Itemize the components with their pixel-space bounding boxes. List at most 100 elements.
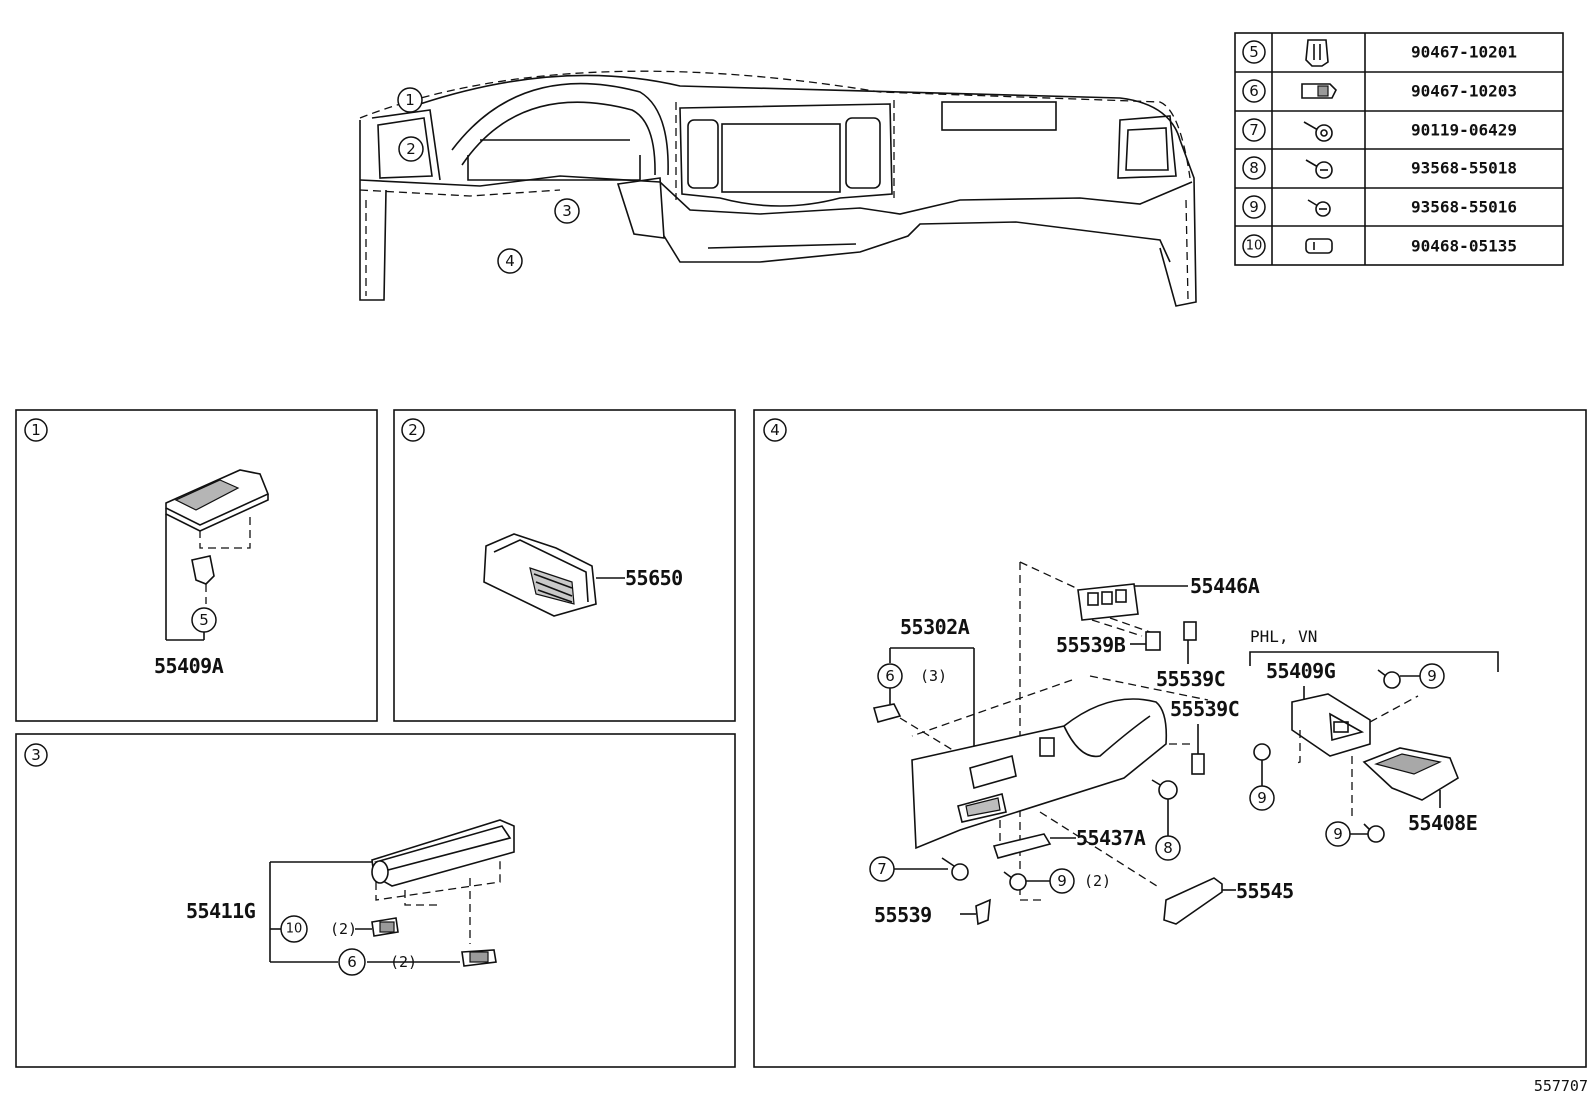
ref-circle xyxy=(1242,234,1266,258)
part-label: 55650 xyxy=(625,566,683,590)
table-row: 5 90467-10201 xyxy=(1242,39,1517,67)
variant-note: PHL, VN xyxy=(1250,627,1317,646)
table-ref: 5 xyxy=(1249,43,1259,61)
callout-number: 4 xyxy=(505,252,515,270)
overview-callout-4: 4 xyxy=(497,248,523,274)
fastener-ref: 5 xyxy=(199,611,209,629)
overview-callout-2: 2 xyxy=(398,136,424,162)
clip-55539 xyxy=(975,898,991,926)
clip-icon xyxy=(191,555,215,585)
screw-icon xyxy=(1151,779,1178,800)
table-part-no: 90467-10203 xyxy=(1411,82,1517,101)
fastener-qty: (2) xyxy=(390,953,417,971)
ref-circle xyxy=(1242,195,1266,219)
fastener-ref: 10 xyxy=(286,922,303,937)
lower-dash-panel xyxy=(911,698,1168,850)
fastener-ref: 6 xyxy=(885,667,895,685)
part-label: 55539B xyxy=(1056,633,1126,657)
clip-icon xyxy=(461,949,497,967)
screw-icon xyxy=(1305,159,1333,179)
callout-number: 2 xyxy=(406,140,416,158)
table-ref: 9 xyxy=(1249,198,1259,216)
screw-icon xyxy=(1253,743,1271,768)
air-vent xyxy=(483,533,597,617)
tray-55437a xyxy=(992,833,1052,859)
table-part-no: 90468-05135 xyxy=(1411,237,1517,256)
detail-panel-4: 4 55446A 55539B 55539C 55302A 6 (3) xyxy=(753,409,1587,1068)
switch-panel xyxy=(1077,583,1139,621)
detail-panel-1: 1 5 55409A xyxy=(15,409,378,722)
part-label: 55539C xyxy=(1156,667,1225,691)
clip-55539c xyxy=(1191,753,1205,775)
overview-callout-3: 3 xyxy=(554,198,580,224)
ref-circle xyxy=(1242,156,1266,180)
speaker-cover xyxy=(165,469,270,532)
table-ref: 8 xyxy=(1249,159,1259,177)
fastener-qty: (2) xyxy=(1084,872,1111,890)
dashboard-overview: 1 2 3 4 xyxy=(359,70,1197,307)
screw-icon xyxy=(1307,199,1331,217)
screw-icon xyxy=(1363,823,1385,843)
screw-icon xyxy=(1003,871,1027,891)
panel-index: 2 xyxy=(408,421,418,439)
part-label: 55539 xyxy=(874,903,932,927)
bolt-icon xyxy=(941,857,969,881)
panel-index: 1 xyxy=(31,421,41,439)
clip-icon xyxy=(1305,39,1329,67)
callout-number: 1 xyxy=(405,91,415,109)
part-label: 55539C xyxy=(1170,697,1239,721)
table-row: 9 93568-55016 xyxy=(1242,195,1517,219)
table-row: 10 90468-05135 xyxy=(1242,234,1517,258)
table-part-no: 90467-10201 xyxy=(1411,43,1517,62)
fastener-ref: 9 xyxy=(1057,872,1067,890)
callout-number: 3 xyxy=(562,202,572,220)
table-row: 8 93568-55018 xyxy=(1242,156,1517,180)
clip-55539b xyxy=(1145,631,1161,651)
fastener-qty: (3) xyxy=(920,667,947,685)
cover-55545 xyxy=(1163,877,1223,925)
figure-number: 557707 xyxy=(1534,1077,1588,1095)
part-label: 55302A xyxy=(900,615,970,639)
part-label: 55411G xyxy=(186,899,256,923)
table-part-no: 93568-55016 xyxy=(1411,198,1517,217)
fastener-ref: 8 xyxy=(1163,839,1173,857)
panel-index: 3 xyxy=(31,746,41,764)
part-label: 55446A xyxy=(1190,574,1260,598)
table-part-no: 90119-06429 xyxy=(1411,121,1517,140)
fastener-ref: 9 xyxy=(1427,667,1437,685)
detail-panel-2: 2 55650 xyxy=(393,409,736,722)
part-label: 55408E xyxy=(1408,811,1477,835)
table-ref: 7 xyxy=(1249,121,1259,139)
table-part-no: 93568-55018 xyxy=(1411,159,1517,178)
bolt-icon xyxy=(1303,121,1333,142)
table-row: 6 90467-10203 xyxy=(1242,79,1517,103)
part-label: 55437A xyxy=(1076,826,1146,850)
bezel-55409g xyxy=(1291,693,1371,757)
fastener-ref: 9 xyxy=(1333,825,1343,843)
table-ref: 10 xyxy=(1246,239,1263,254)
ref-circle xyxy=(1242,40,1266,64)
part-label: 55545 xyxy=(1236,879,1294,903)
table-ref: 6 xyxy=(1249,82,1259,100)
clip-icon xyxy=(872,703,902,723)
table-row: 7 90119-06429 xyxy=(1242,118,1517,142)
ref-circle xyxy=(1242,118,1266,142)
detail-panel-3: 3 55411G 10 (2) 6 (2) xyxy=(15,733,736,1068)
pocket-55408e xyxy=(1362,747,1459,801)
clip-icon xyxy=(371,917,399,937)
panel-index: 4 xyxy=(770,421,780,439)
ref-circle xyxy=(1242,79,1266,103)
screw-icon xyxy=(1377,669,1401,689)
trim-rail xyxy=(371,819,515,887)
fastener-table: 5 90467-10201 6 90467-10203 7 xyxy=(1234,32,1564,266)
fastener-ref: 9 xyxy=(1257,789,1267,807)
clip-icon xyxy=(1305,238,1333,254)
overview-callout-1: 1 xyxy=(397,87,423,113)
fastener-ref: 7 xyxy=(877,860,887,878)
fastener-ref: 6 xyxy=(347,953,357,971)
part-label: 55409A xyxy=(154,654,224,678)
clip-55539c xyxy=(1183,621,1197,641)
clip-icon xyxy=(1301,83,1337,99)
part-label: 55409G xyxy=(1266,659,1336,683)
